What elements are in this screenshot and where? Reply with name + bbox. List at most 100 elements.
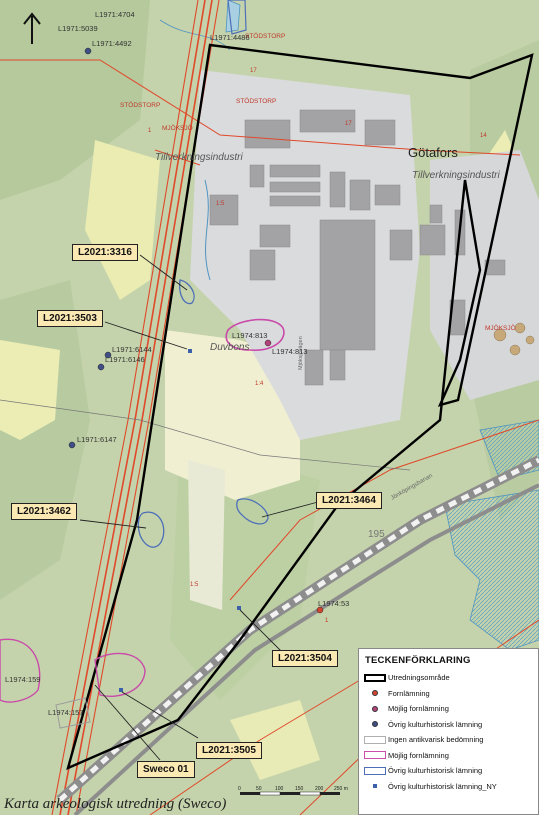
property-number: 14 — [480, 133, 487, 139]
possible-ancient-remain-polygon — [225, 318, 285, 351]
callout-sweco01[interactable]: Sweco 01 — [137, 761, 195, 778]
site-labels: L1971:4704 L1971:5039 L1971:4492 L1971:4… — [5, 10, 349, 717]
other-cultural-dot[interactable] — [104, 351, 112, 359]
label-duvbons: Duvbons — [210, 342, 249, 353]
legend-item-label: Övrig kulturhistorisk lämning_NY — [388, 781, 497, 791]
other-cultural-dot[interactable] — [84, 47, 92, 55]
scale-label: 200 — [315, 786, 324, 792]
legend-item-other-cultural: Övrig kulturhistorisk lämning — [359, 717, 538, 733]
legend-item-label: Möjlig fornlämning — [388, 750, 449, 760]
scale-label: 50 — [256, 786, 262, 792]
tanks — [493, 322, 535, 356]
callout-l2021-3464[interactable]: L2021:3464 — [316, 492, 382, 509]
callout-l2021-3316[interactable]: L2021:3316 — [72, 244, 138, 261]
scale-bar — [240, 791, 340, 796]
label-road: Mjöksjövägen — [298, 336, 304, 370]
gray-outline-swatch-icon — [362, 733, 388, 747]
legend-item-ancient-remain: Fornlämning — [359, 686, 538, 702]
new-cultural-square[interactable] — [188, 349, 192, 353]
blue-dot-icon — [362, 717, 388, 731]
other-cultural-polygon — [227, 0, 247, 35]
legend-item-label: Ingen antikvarisk bedömning — [388, 735, 484, 745]
possible-ancient-remain-dot[interactable] — [264, 339, 272, 347]
scale-label: 250 m — [334, 786, 348, 792]
boundary-swatch-icon — [362, 671, 388, 685]
legend-item-other-cultural-polygon: Övrig kulturhistorisk lämning — [359, 763, 538, 779]
forest-area — [0, 0, 150, 200]
legend-item-label: Övrig kulturhistorisk lämning — [388, 719, 483, 729]
new-cultural-square[interactable] — [237, 606, 241, 610]
legend-item-possible-ancient-polygon: Möjlig fornlämning — [359, 748, 538, 764]
label-industri: Tillverkningsindustri — [155, 152, 243, 163]
site-label: L1971:4486 — [210, 33, 250, 42]
property-number: 17 — [345, 121, 352, 127]
label-elevation: 195 — [368, 529, 385, 540]
property-number: 1:5 — [216, 201, 225, 207]
property-number: 1:4 — [255, 381, 264, 387]
power-line — [0, 399, 411, 471]
water-area — [444, 489, 539, 651]
stream — [204, 179, 211, 281]
label-industri: Tillverkningsindustri — [412, 170, 500, 181]
survey-area-boundary — [66, 43, 534, 771]
site-label: L1971:5039 — [58, 24, 98, 33]
label-stodstorp: STÖDSTORP — [245, 32, 285, 40]
buildings — [209, 109, 506, 386]
site-label: L1974:157 — [48, 708, 83, 717]
blue-square-icon — [362, 779, 388, 793]
legend-item-label: Utredningsområde — [388, 673, 450, 683]
ancient-remain-dot[interactable] — [316, 606, 324, 614]
site-label: L1974:159 — [5, 675, 40, 684]
other-cultural-polygon — [179, 279, 195, 305]
other-cultural-dot[interactable] — [68, 441, 76, 449]
north-arrow-icon — [23, 12, 41, 44]
label-stodstorp: STÖDSTORP — [236, 97, 276, 105]
legend-item-survey-area: Utredningsområde — [359, 670, 538, 686]
railway — [56, 455, 539, 815]
field-area — [230, 700, 320, 780]
possible-ancient-remain-polygon — [94, 652, 146, 697]
callout-l2021-3505[interactable]: L2021:3505 — [196, 742, 262, 759]
purple-dot-icon — [362, 702, 388, 716]
blue-outline-swatch-icon — [362, 764, 388, 778]
callout-l2021-3504[interactable]: L2021:3504 — [272, 650, 338, 667]
map-legend: TECKENFÖRKLARING Utredningsområde Fornlä… — [358, 648, 539, 815]
label-stodstorp: STÖDSTORP — [120, 101, 160, 109]
property-number: 1:5 — [190, 582, 199, 588]
property-number: 1 — [148, 128, 152, 134]
label-mjoksjo: MJÖKSJÖ — [162, 124, 193, 132]
label-mjoksjo: MJÖKSJÖ — [485, 324, 516, 332]
other-cultural-polygon — [236, 498, 269, 525]
scale-label: 150 — [295, 786, 304, 792]
legend-item-label: Fornlämning — [388, 688, 430, 698]
property-number: 17 — [250, 68, 257, 74]
red-dot-icon — [362, 686, 388, 700]
other-cultural-polygon — [137, 511, 165, 548]
legend-item-label: Möjlig fornlämning — [388, 704, 449, 714]
site-label: L1971:6147 — [77, 435, 117, 444]
clearing-area — [188, 460, 225, 610]
site-label: L1971:4704 — [95, 10, 135, 19]
label-gotafors: Götafors — [408, 145, 458, 160]
site-label: L1974:813 — [272, 347, 307, 356]
legend-item-no-assessment: Ingen antikvarisk bedömning — [359, 732, 538, 748]
field-area — [0, 340, 60, 440]
map-caption: Karta arkeologisk utredning (Sweco) — [4, 796, 227, 812]
site-label: L1974:813 — [232, 331, 267, 340]
scale-labels: 0 50 100 150 200 250 m — [238, 786, 348, 792]
scale-label: 100 — [275, 786, 284, 792]
callout-l2021-3503[interactable]: L2021:3503 — [37, 310, 103, 327]
legend-item-label: Övrig kulturhistorisk lämning — [388, 766, 483, 776]
legend-item-possible-ancient-remain: Möjlig fornlämning — [359, 701, 538, 717]
no-assessment-polygon — [55, 697, 91, 729]
site-label: L1971:6144 — [112, 345, 152, 354]
pink-outline-swatch-icon — [362, 748, 388, 762]
new-cultural-square[interactable] — [119, 688, 123, 692]
callout-leaders — [79, 254, 319, 761]
other-cultural-dot[interactable] — [97, 363, 105, 371]
site-label: L1971:6146 — [105, 355, 145, 364]
site-label: L1974:53 — [318, 599, 349, 608]
callout-l2021-3462[interactable]: L2021:3462 — [11, 503, 77, 520]
